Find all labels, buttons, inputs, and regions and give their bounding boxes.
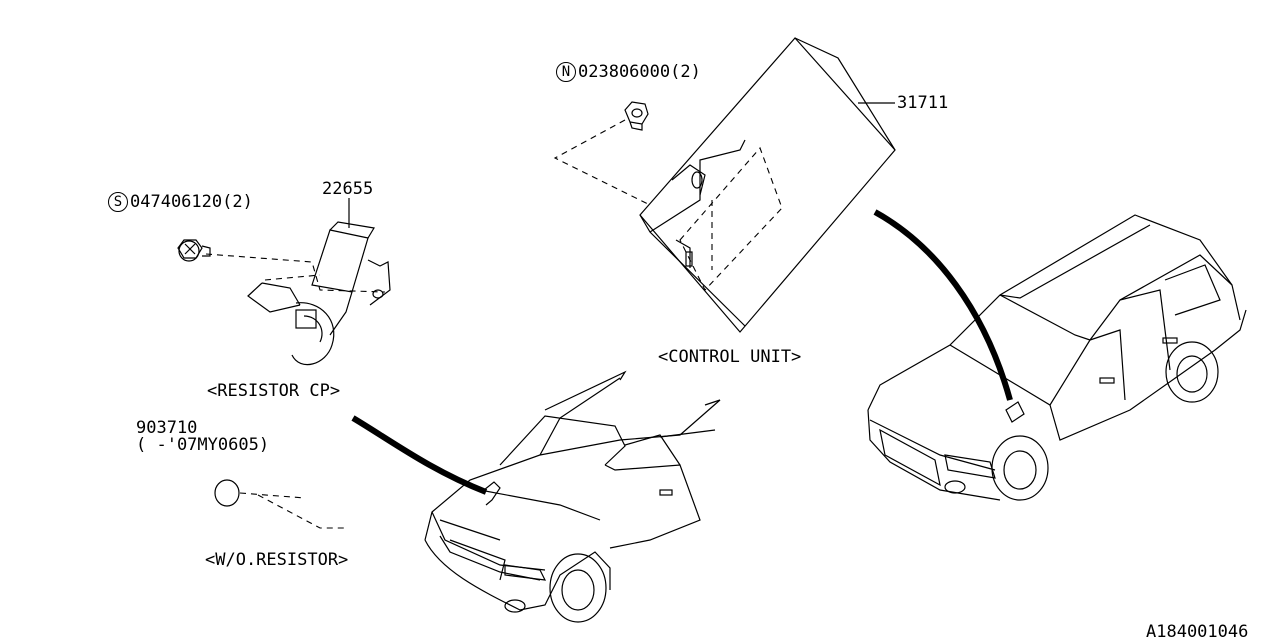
screw-part-number: 047406120(2)	[130, 192, 253, 212]
cap-part-number: 903710	[136, 418, 198, 438]
vehicle-right	[867, 214, 1247, 501]
resistor-caption: <RESISTOR CP>	[207, 381, 341, 401]
screw-part	[177, 239, 211, 262]
resistor-part	[205, 198, 391, 366]
pointer-arrow-right	[873, 209, 1013, 401]
vehicle-left	[424, 370, 721, 623]
pointer-arrow-left	[351, 415, 488, 495]
resistor-part-number: 22655	[322, 179, 374, 199]
control-unit-part	[639, 37, 896, 333]
cap-model-note: ( -'07MY0605)	[136, 435, 270, 455]
diagram-id: A184001046	[1146, 622, 1249, 640]
nut-prefix-badge: N	[556, 62, 576, 82]
cap-part	[214, 479, 348, 529]
nut-part-number: 023806000(2)	[578, 62, 701, 82]
nut-part	[553, 101, 651, 206]
cap-caption: <W/O.RESISTOR>	[205, 550, 349, 570]
control-unit-number: 31711	[897, 93, 949, 113]
screw-prefix-badge: S	[108, 192, 128, 212]
control-unit-caption: <CONTROL UNIT>	[658, 347, 802, 367]
